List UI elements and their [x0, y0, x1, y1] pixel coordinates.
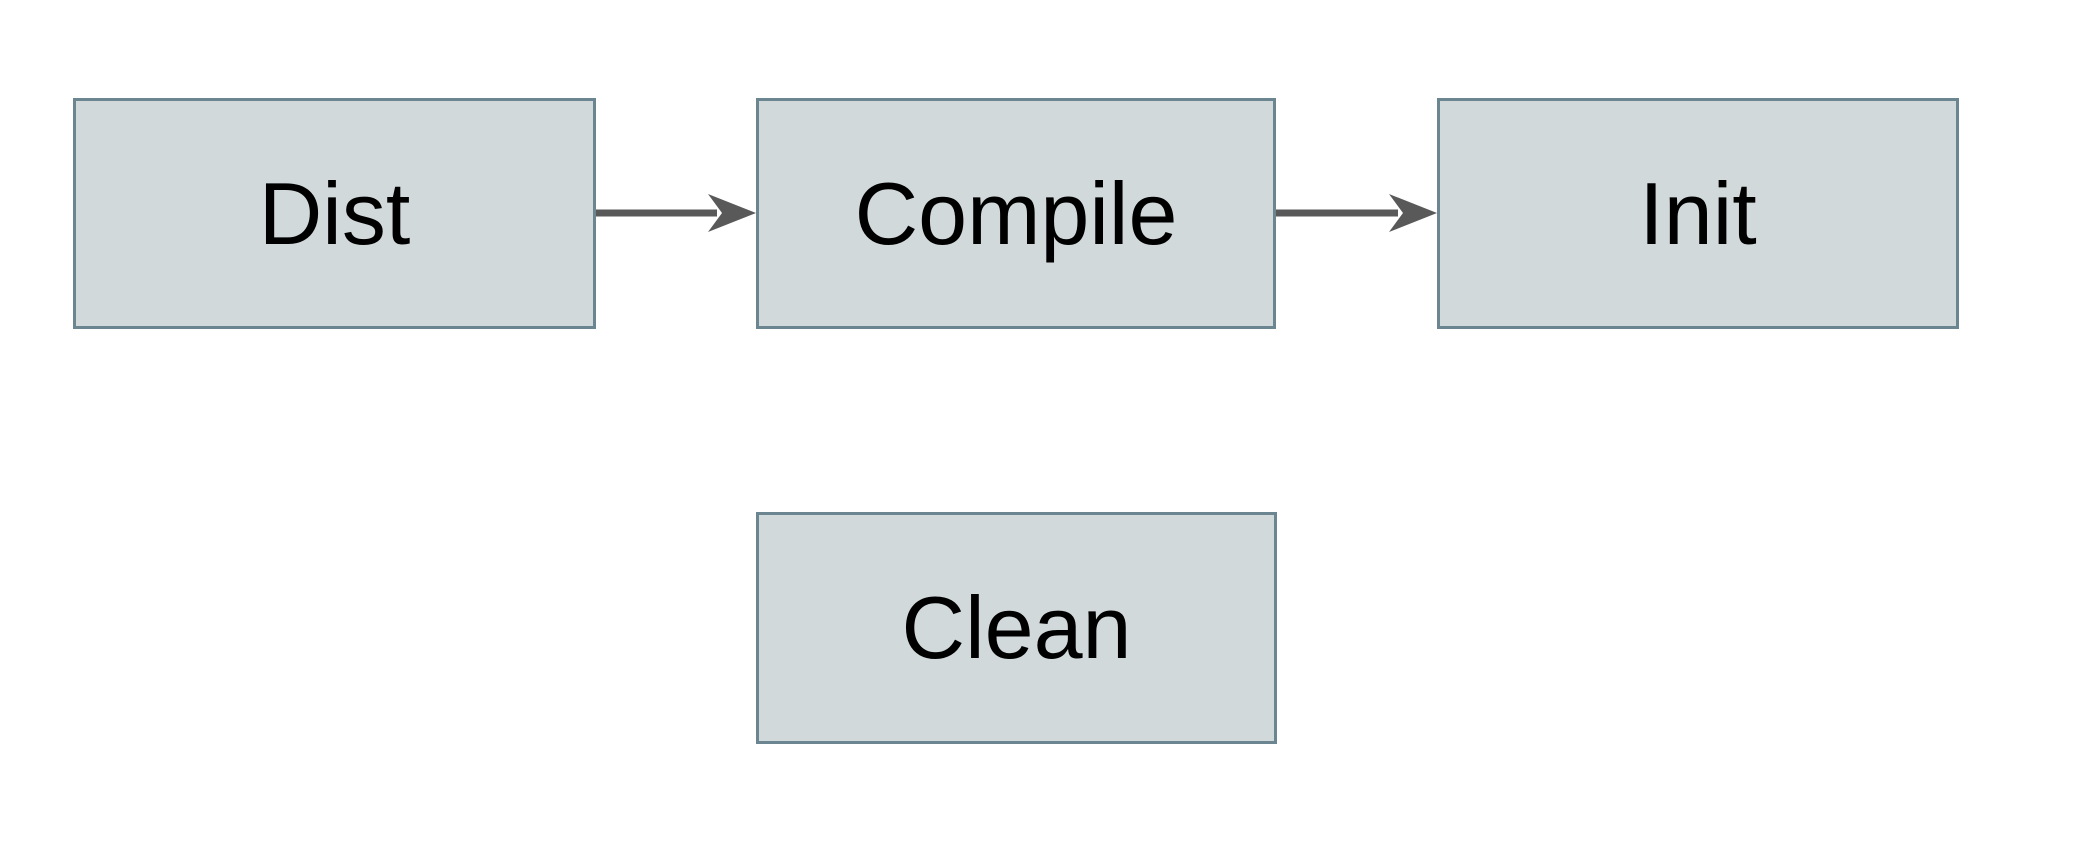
- node-clean: Clean: [756, 512, 1277, 744]
- node-dist: Dist: [73, 98, 596, 329]
- node-init-label: Init: [1639, 163, 1757, 263]
- node-clean-label: Clean: [901, 578, 1132, 677]
- node-init: Init: [1437, 98, 1959, 329]
- arrow-compile-to-init: [1276, 194, 1437, 232]
- node-compile-label: Compile: [854, 163, 1178, 263]
- node-dist-label: Dist: [258, 163, 411, 263]
- node-compile: Compile: [756, 98, 1276, 329]
- arrow-dist-to-compile: [596, 194, 756, 232]
